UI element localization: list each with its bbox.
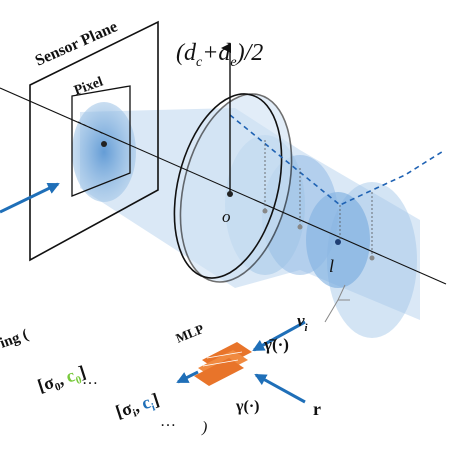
pixel-box bbox=[71, 85, 131, 197]
sample-point-l bbox=[335, 239, 341, 245]
incoming-ray-arrow bbox=[0, 182, 60, 214]
r-label: r bbox=[313, 399, 321, 419]
output-i-label: [σi,ci] bbox=[113, 389, 162, 425]
ray-line bbox=[0, 87, 447, 285]
ray-dashed-segment bbox=[77, 121, 105, 135]
pixel-center-point bbox=[101, 141, 107, 147]
mlp-block bbox=[194, 342, 252, 386]
output-arrow bbox=[176, 370, 199, 384]
pixel-footprint-blob bbox=[72, 102, 136, 202]
origin-point bbox=[227, 191, 233, 197]
nu-bracket bbox=[324, 284, 350, 323]
sample-point-1 bbox=[262, 208, 268, 214]
left-fragment-label: ing ( bbox=[0, 327, 30, 352]
r-arrow bbox=[254, 373, 306, 404]
cone-edge-dashed bbox=[229, 114, 446, 258]
nu-arrow bbox=[252, 320, 306, 352]
gamma-label: γ(·) bbox=[235, 398, 259, 415]
origin-label: o bbox=[222, 207, 231, 226]
mlp-label: MLP bbox=[174, 321, 206, 346]
gamma-bar-label: γ̄(·) bbox=[263, 335, 289, 354]
close-paren: ) bbox=[201, 419, 207, 436]
nu-label: νi bbox=[297, 311, 309, 334]
dots-1: … bbox=[82, 371, 98, 388]
sample-point-2 bbox=[297, 224, 303, 230]
sample-point-3 bbox=[369, 255, 375, 261]
lens-disc bbox=[173, 93, 293, 283]
output-0-label: [σ0,c0] bbox=[35, 362, 89, 399]
pixel-label: Pixel bbox=[72, 75, 105, 99]
dots-2: … bbox=[160, 413, 176, 430]
radius-formula: (dc+de)/2 bbox=[176, 40, 263, 70]
distance-label: l bbox=[329, 256, 334, 276]
sensor-plane bbox=[29, 20, 159, 262]
